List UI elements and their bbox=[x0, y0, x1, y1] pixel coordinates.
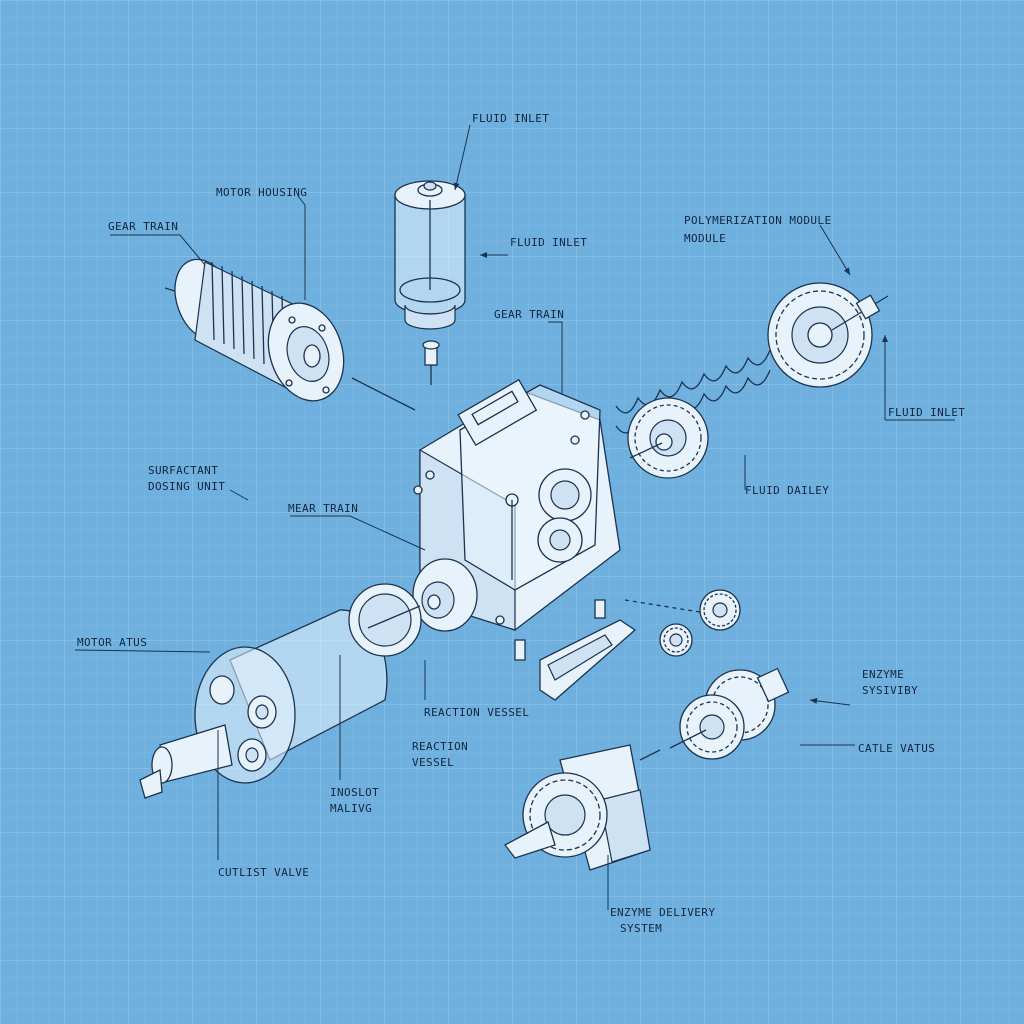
label-reaction-vessel-2b: VESSEL bbox=[412, 756, 455, 769]
label-mear-train: MEAR TRAIN bbox=[288, 502, 359, 515]
fluid-inlet-cylinder-part bbox=[351, 180, 466, 411]
small-gears-part bbox=[624, 589, 741, 657]
reaction-vessel-part bbox=[139, 583, 422, 799]
label-enzyme-line2: SYSIVIBY bbox=[862, 684, 919, 697]
label-enzyme-delivery-1: ENZYME DELIVERY bbox=[610, 906, 716, 919]
label-surfactant-line1: SURFACTANT bbox=[148, 464, 219, 477]
label-surfactant-line2: DOSING UNIT bbox=[148, 480, 226, 493]
label-cutlist-valve: CUTLIST VALVE bbox=[218, 866, 310, 879]
label-fluid-inlet-top: FLUID INLET bbox=[472, 112, 550, 125]
gearbox-housing-part bbox=[412, 378, 621, 661]
enzyme-system-part bbox=[669, 667, 790, 760]
label-enzyme-line1: ENZYME bbox=[862, 668, 905, 681]
label-polymerization-module: POLYMERIZATION MODULE bbox=[684, 214, 832, 227]
label-fluid-dailey: FLUID DAILEY bbox=[745, 484, 830, 497]
label-reaction-vessel-2a: REACTION bbox=[412, 740, 469, 753]
label-polymerization-module-2: MODULE bbox=[684, 232, 727, 245]
label-catle-vatus: CATLE VATUS bbox=[858, 742, 936, 755]
bracket-part bbox=[539, 619, 637, 701]
label-fluid-inlet-right: FLUID INLET bbox=[888, 406, 966, 419]
label-enzyme-delivery-2: SYSTEM bbox=[620, 922, 663, 935]
label-inoslot-2: MALIVG bbox=[330, 802, 373, 815]
label-inoslot-1: INOSLOT bbox=[330, 786, 380, 799]
label-reaction-vessel-1: REACTION VESSEL bbox=[424, 706, 530, 719]
label-gear-train-center: GEAR TRAIN bbox=[494, 308, 565, 321]
label-gear-train-left: GEAR TRAIN bbox=[108, 220, 179, 233]
leader-lines bbox=[74, 124, 955, 910]
label-motor-atus: MOTOR ATUS bbox=[77, 636, 148, 649]
motor-housing-part bbox=[164, 258, 345, 402]
label-fluid-inlet-mid: FLUID INLET bbox=[510, 236, 588, 249]
enzyme-delivery-part bbox=[504, 744, 661, 871]
polymerization-module-part bbox=[615, 282, 889, 479]
label-motor-housing: MOTOR HOUSING bbox=[216, 186, 308, 199]
